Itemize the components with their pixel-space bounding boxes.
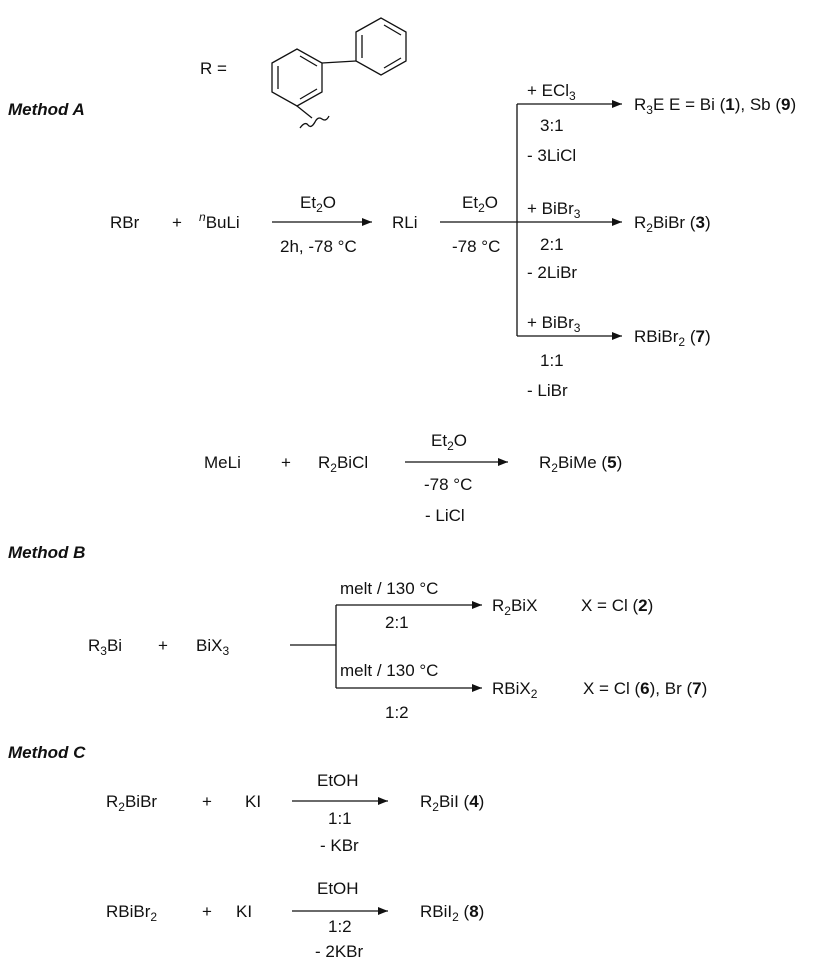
reactant-nbuli: nBuLi <box>199 210 240 232</box>
reactant-r3bi: R3Bi <box>88 636 123 658</box>
product-r3e: R3E E = Bi (1), Sb (9) <box>634 95 797 117</box>
plus-sign: + <box>158 636 168 655</box>
ratio-3-1: 3:1 <box>540 116 564 135</box>
product-rbix2: RBiX2 <box>492 679 538 701</box>
condition-etoh-2: EtOH <box>317 879 359 898</box>
x-note-cl-br: X = Cl (6), Br (7) <box>583 679 708 698</box>
r-definition-label: R = <box>200 59 227 78</box>
ratio-2-1: 2:1 <box>540 235 564 254</box>
condition-etoh-1: EtOH <box>317 771 359 790</box>
reactant-bix3: BiX3 <box>196 636 230 658</box>
reagent-bibr3-a: + BiBr3 <box>527 199 581 221</box>
byproduct-2kbr: - 2KBr <box>315 942 364 961</box>
ratio-1-1: 1:1 <box>540 351 564 370</box>
product-r2bime: R2BiMe (5) <box>539 453 623 475</box>
product-r2bibr: R2BiBr (3) <box>634 213 711 235</box>
plus-sign: + <box>172 213 182 232</box>
plus-sign: + <box>281 453 291 472</box>
x-note-cl-2: X = Cl (2) <box>581 596 654 615</box>
reactant-r2bibr: R2BiBr <box>106 792 158 814</box>
reactant-rbr: RBr <box>110 213 140 232</box>
ratio-2-1-b: 2:1 <box>385 613 409 632</box>
byproduct-kbr: - KBr <box>320 836 359 855</box>
method-c-header: Method C <box>8 743 86 762</box>
plus-sign: + <box>202 902 212 921</box>
reactant-ki-2: KI <box>236 902 253 921</box>
method-a-header: Method A <box>8 100 85 119</box>
product-rbii2: RBiI2 (8) <box>420 902 485 924</box>
intermediate-rli: RLi <box>392 213 418 232</box>
plus-sign: + <box>202 792 212 811</box>
byproduct-3licl: - 3LiCl <box>527 146 577 165</box>
product-r2bii: R2BiI (4) <box>420 792 485 814</box>
ratio-1-1-c: 1:1 <box>328 809 352 828</box>
condition-melt-1: melt / 130 °C <box>340 579 439 598</box>
condition-temp-2: -78 °C <box>452 237 501 256</box>
method-b-header: Method B <box>8 543 86 562</box>
reactant-ki-1: KI <box>245 792 262 811</box>
product-rbibr2: RBiBr2 (7) <box>634 327 711 349</box>
condition-melt-2: melt / 130 °C <box>340 661 439 680</box>
reagent-bibr3-b: + BiBr3 <box>527 313 581 335</box>
ratio-1-2-c: 1:2 <box>328 917 352 936</box>
biphenyl-structure <box>271 17 407 129</box>
condition-temp-meli: -78 °C <box>424 475 473 494</box>
reactant-meli: MeLi <box>204 453 241 472</box>
reactant-rbibr2: RBiBr2 <box>106 902 158 924</box>
reactant-r2bicl: R2BiCl <box>318 453 369 475</box>
reagent-ecl3: + ECl3 <box>527 81 576 103</box>
condition-temp-1: 2h, -78 °C <box>280 237 357 256</box>
condition-solvent-2: Et2O <box>462 193 498 215</box>
ratio-1-2-b: 1:2 <box>385 703 409 722</box>
byproduct-2libr: - 2LiBr <box>527 263 578 282</box>
condition-solvent-meli: Et2O <box>431 431 467 453</box>
condition-solvent-1: Et2O <box>300 193 336 215</box>
product-r2bix: R2BiX <box>492 596 538 618</box>
byproduct-licl: - LiCl <box>425 506 465 525</box>
byproduct-libr: - LiBr <box>527 381 568 400</box>
